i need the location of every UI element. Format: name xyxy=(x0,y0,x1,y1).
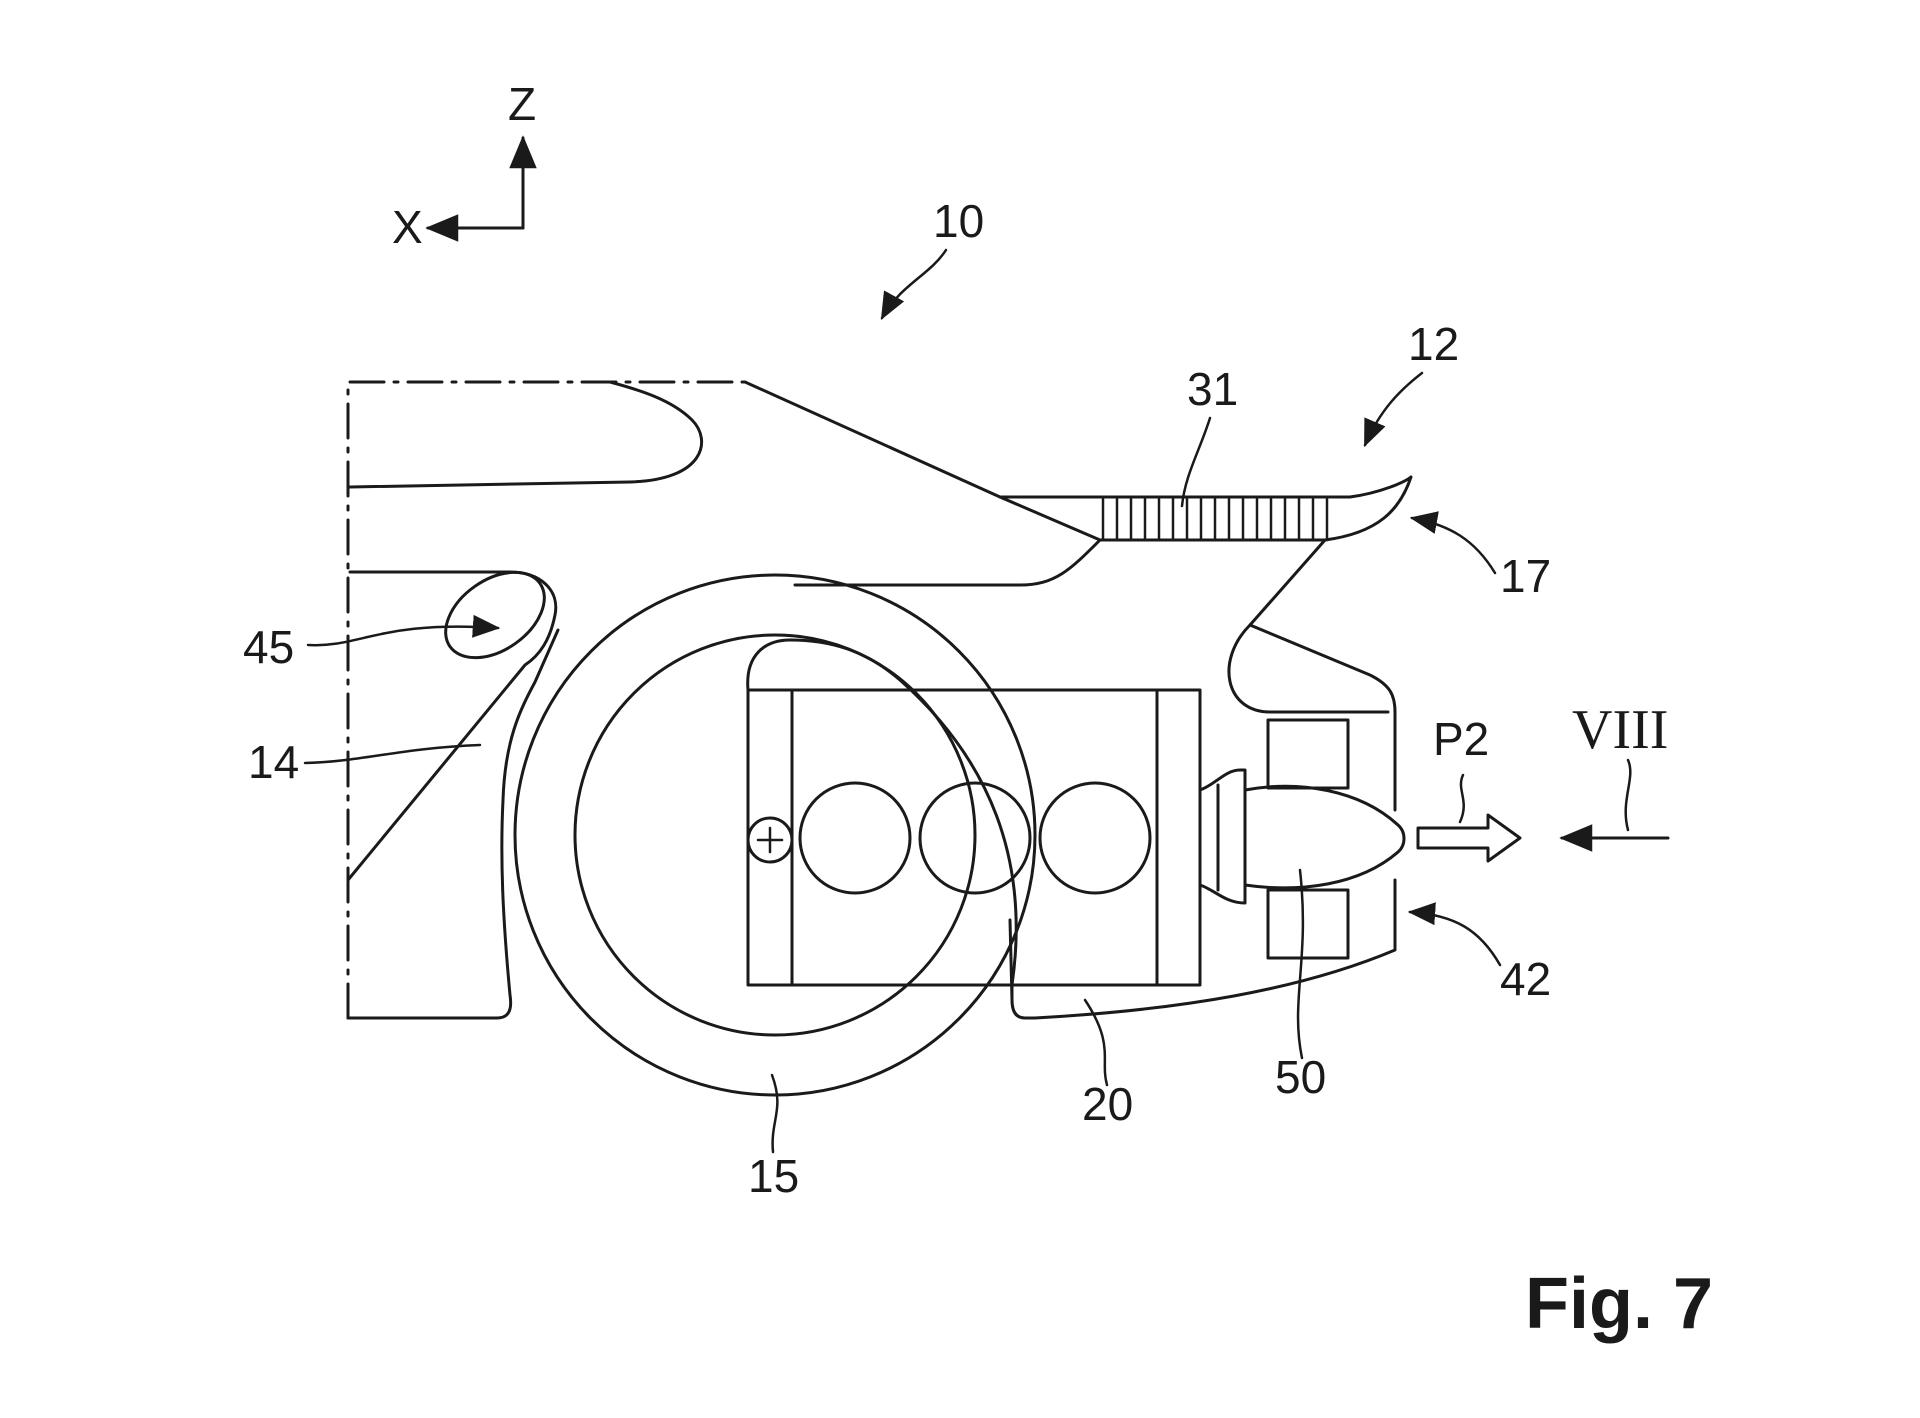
leader-10 xyxy=(882,250,946,318)
inner-slot-outline xyxy=(748,640,1017,1000)
plug-nose xyxy=(1245,786,1404,888)
leader-17 xyxy=(1412,518,1495,573)
nose-lower-outline xyxy=(1030,712,1395,1018)
coordinate-axes: Z X xyxy=(392,78,536,253)
label-17: 17 xyxy=(1500,550,1551,602)
label-42: 42 xyxy=(1500,953,1551,1005)
label-10: 10 xyxy=(933,195,984,247)
left-lobe-outline xyxy=(348,572,556,880)
leader-42 xyxy=(1410,912,1500,965)
upper-lobe-outline xyxy=(350,382,702,487)
label-45: 45 xyxy=(243,621,294,673)
label-50: 50 xyxy=(1275,1051,1326,1103)
ball-left xyxy=(800,783,910,893)
roller-outer-circle xyxy=(515,575,1035,1095)
leader-45 xyxy=(308,627,498,646)
plug-lower-block xyxy=(1268,890,1348,958)
section-boundary-line xyxy=(348,382,745,1018)
z-axis-label: Z xyxy=(508,78,536,130)
plug-shoulder xyxy=(1200,770,1245,903)
leader-14 xyxy=(305,745,480,763)
label-31: 31 xyxy=(1187,363,1238,415)
leader-12 xyxy=(1365,373,1422,445)
label-p2: P2 xyxy=(1433,713,1489,765)
roller-15 xyxy=(515,575,1035,1095)
label-viii: VIII xyxy=(1572,699,1668,761)
leader-15 xyxy=(772,1075,777,1152)
p2-hollow-arrow xyxy=(1418,815,1520,861)
plug-upper-block xyxy=(1268,720,1348,788)
label-12: 12 xyxy=(1408,318,1459,370)
label-14: 14 xyxy=(248,736,299,788)
left-lower-outline xyxy=(348,630,558,1018)
viii-leader xyxy=(1626,760,1631,830)
front-portion-outline xyxy=(1000,477,1411,540)
figure-caption: Fig. 7 xyxy=(1525,1264,1713,1344)
reference-numerals: 10 12 31 17 45 14 P2 VIII 42 50 20 15 xyxy=(243,195,1668,1202)
leader-50 xyxy=(1298,870,1303,1058)
x-axis-label: X xyxy=(392,201,423,253)
nose-upper-outline xyxy=(1250,625,1395,712)
leader-31 xyxy=(1182,418,1210,506)
ball-right xyxy=(1040,783,1150,893)
label-15: 15 xyxy=(748,1150,799,1202)
housing xyxy=(348,382,1411,1018)
p2-leader xyxy=(1460,775,1464,822)
label-20: 20 xyxy=(1082,1078,1133,1130)
upper-chamfer-outline xyxy=(745,382,1100,585)
rib-array xyxy=(1103,499,1327,540)
motion-arrows xyxy=(1418,760,1668,861)
